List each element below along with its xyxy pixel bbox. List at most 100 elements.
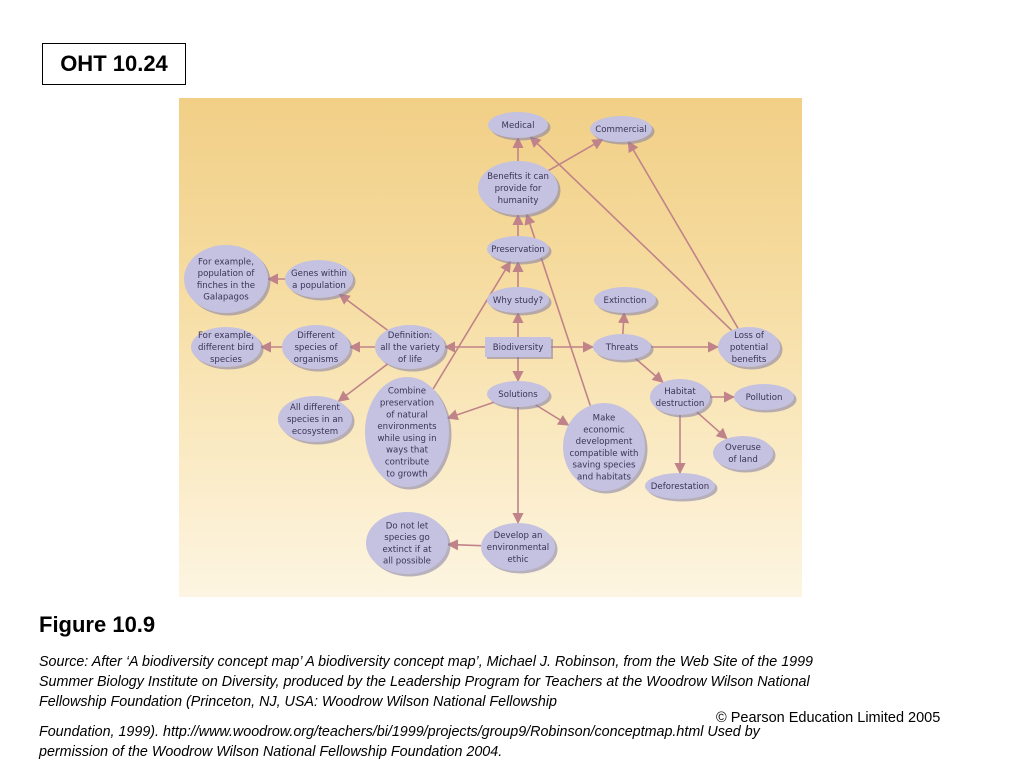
concept-node-text: For example, [198,257,254,267]
concept-node-text: contribute [385,458,429,468]
concept-node-text: all possible [383,557,431,567]
concept-node-text: species go [384,533,430,543]
concept-node-commercial: Commercial [590,116,655,145]
concept-links [259,136,739,551]
concept-node-benefits: Benefits it can provide for humanity [478,161,561,218]
concept-node-text: Habitat [664,387,696,397]
concept-node-text: benefits [732,355,767,365]
concept-node-text: Pollution [746,393,783,403]
concept-node-text: species [210,355,243,365]
concept-node-text: environments [377,422,437,432]
source-citation: Source: After ‘A biodiversity concept ma… [39,652,813,712]
concept-node-extinct: Do not let species go extinct if at all pos… [366,512,451,577]
concept-node-text: humanity [498,196,539,206]
figure-title: Figure 10.9 [39,612,156,637]
concept-node-preservation: Preservation [487,236,552,265]
copyright-notice: © Pearson Education Limited 2005 [716,710,941,726]
concept-node-text: Threats [605,343,639,353]
link-arrow-lossbenefits-to-medical [529,136,733,331]
concept-node-ecosystem: All different species in an ecosystem [278,396,355,445]
concept-node-text: Do not let [386,521,429,531]
concept-node-text: compatible with [570,449,639,459]
concept-node-text: Make [593,414,616,424]
concept-node-text: Combine [388,387,426,397]
concept-node-text: ethic [507,555,528,565]
concept-node-text: species in an [287,415,343,425]
concept-node-text: potential [730,343,768,353]
concept-node-text: Different [297,331,335,341]
concept-node-text: Definition: [388,331,433,341]
link-arrow-solutions-to-combine [446,401,495,421]
concept-node-text: finches in the [197,281,255,291]
concept-node-text: of life [398,355,422,365]
concept-node-text: Benefits it can [487,172,549,182]
link-arrow-threats-to-habitat [634,357,664,383]
concept-node-text: destruction [656,399,705,409]
source-line: Fellowship Foundation (Princeton, NJ, US… [39,694,557,710]
concept-node-text: and habitats [577,473,631,483]
link-arrow-combine-to-preservation [432,260,512,390]
concept-node-solutions: Solutions [487,381,552,410]
concept-node-lossbenefits: Loss of potential benefits [718,327,783,370]
concept-node-text: Develop an [494,531,543,541]
concept-node-finches: For example, population of finches in theG… [184,245,271,316]
concept-node-text: of land [728,455,758,465]
concept-node-text: environmental [487,543,549,553]
concept-node-overuse: Overuse of land [713,436,776,473]
link-arrow-benefits-to-commercial [548,138,604,172]
concept-node-text: all the variety [380,343,440,353]
concept-node-ethic: Develop an environmental ethic [481,523,558,574]
concept-node-text: Commercial [595,125,646,135]
concept-node-deforestation: Deforestation [645,473,718,502]
concept-node-pollution: Pollution [734,384,797,413]
concept-node-text: Extinction [604,296,647,306]
concept-node-text: preservation [380,399,434,409]
link-arrow-solutions-to-economic [535,404,570,426]
source-line: Foundation, 1999). http://www.woodrow.or… [39,724,760,740]
concept-node-text: Overuse [725,443,761,453]
concept-node-text: Galapagos [203,293,249,303]
concept-node-text: Loss of [734,331,765,341]
concept-node-text: Genes within [291,269,347,279]
source-line: Summer Biology Institute on Diversity, p… [39,674,810,690]
link-arrow-definition-to-ecosystem [337,363,389,402]
concept-node-habitat: Habitat destruction [650,379,713,418]
link-arrow-definition-to-genes [338,293,388,331]
concept-node-whystudy: Why study? [487,287,552,316]
concept-node-text: development [576,437,633,447]
link-arrow-threats-to-extinction [617,311,630,335]
concept-node-biodiversity: Biodiversity [485,337,553,359]
source-line: permission of the Woodrow Wilson Nationa… [39,744,503,760]
concept-node-text: ecosystem [292,427,338,437]
concept-node-definition: Definition: all the variety of life [375,325,448,372]
concept-node-text: All different [290,403,341,413]
concept-node-text: to growth [386,469,427,479]
source-citation-continued: Foundation, 1999). http://www.woodrow.or… [39,722,760,762]
concept-node-text: ways that [386,446,429,456]
concept-node-extinction: Extinction [594,287,659,316]
concept-node-text: Medical [502,121,535,131]
concept-node-text: of natural [386,410,428,420]
concept-node-text: species of [294,343,338,353]
concept-node-text: while using in [377,434,436,444]
concept-node-text: extinct if at [382,545,432,555]
link-arrow-ethic-to-extinct [446,539,482,551]
concept-node-text: Deforestation [651,482,709,492]
concept-node-text: saving species [573,461,636,471]
concept-node-text: For example, [198,331,254,341]
link-arrow-habitat-to-overuse [696,411,728,440]
concept-node-text: provide for [495,184,542,194]
concept-node-text: Biodiversity [493,343,544,353]
concept-node-text: economic [583,425,625,435]
source-line: Source: After ‘A biodiversity concept ma… [39,654,813,670]
slide-label: OHT 10.24 [42,43,186,85]
concept-node-text: Why study? [493,296,543,306]
concept-node-text: population of [198,269,256,279]
concept-node-text: Preservation [491,245,545,255]
